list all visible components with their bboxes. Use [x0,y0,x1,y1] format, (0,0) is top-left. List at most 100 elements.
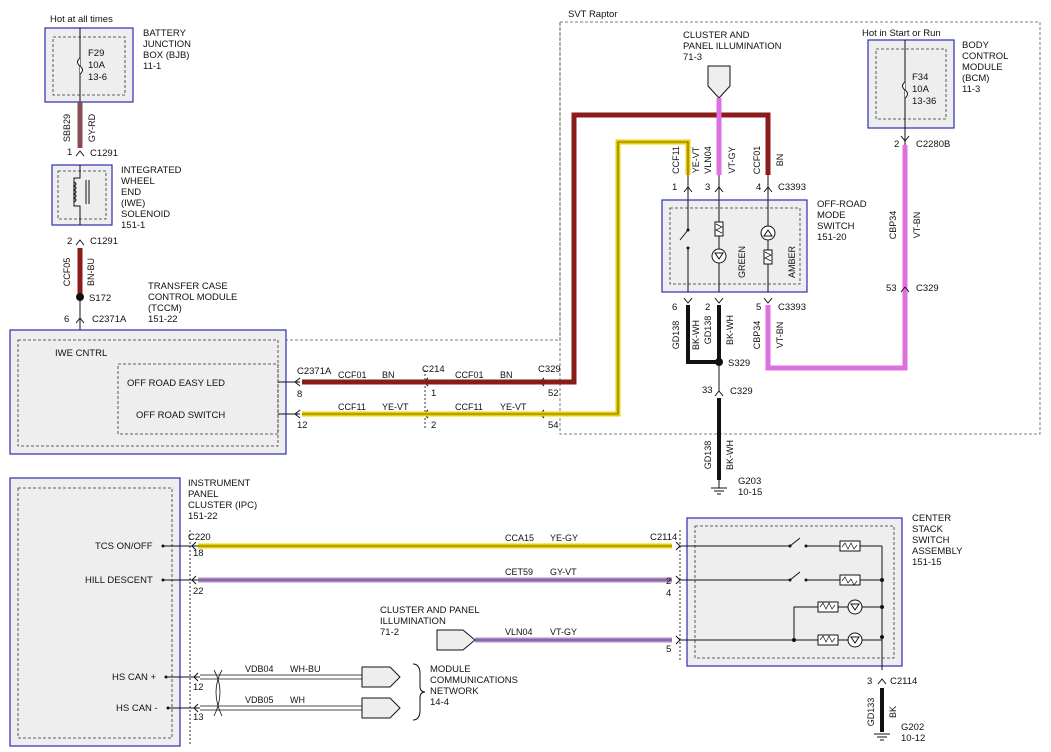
bcm-fuse-icon [902,81,908,99]
c220-label: C220 [188,532,211,543]
wire-gd138-a [686,305,716,364]
bjb-title-1: BATTERY [143,28,187,39]
c3393-bottom-pin-3: 5 [756,302,761,313]
can-connector-icon-2 [361,697,401,719]
c220-pin-1: 18 [193,548,204,559]
twisted-pair-icon [213,669,223,717]
wire-gd138-b-color: BK-WH [725,315,735,345]
illum-top-connector-icon [707,65,731,99]
c2114-pin-2: 4 [666,588,671,599]
g203-ref: 10-15 [738,487,762,498]
fuse-icon [77,57,83,75]
wire-cbp34-run [765,145,908,371]
c329-pin-led: 52 [548,388,559,399]
wire-vln04-v-color: VT-GY [727,146,737,173]
wire-gd138-a-circuit: GD138 [671,321,681,350]
bcm-module [867,39,955,129]
wire-ccf01-v-circuit: CCF01 [752,146,762,175]
wire-vdb05 [200,705,362,711]
c2371a-pin-led: 8 [297,389,302,400]
c2280b-label: C2280B [916,139,950,150]
tcs-switch-icon [680,537,882,552]
ipc-in3-label: HS CAN + [112,672,157,683]
iwe-pin-bottom: 2 [67,236,72,247]
c214-pin-led: 1 [431,388,436,399]
wire-ccf05-circuit: CCF05 [62,258,72,287]
module-comm-title-4: 14-4 [430,697,449,708]
wire-vdb04-color: WH-BU [290,664,321,674]
tccm-out1-label: OFF ROAD EASY LED [127,378,225,389]
ipc-title-2: PANEL [188,489,218,500]
iwe-conn-bottom: C1291 [90,236,118,247]
c2114-label: C2114 [650,532,677,543]
illum-top-title-3: 71-3 [683,52,702,63]
wire-ccf01-a-circuit: CCF01 [338,370,367,380]
ground-icon-g202 [874,733,890,741]
offroad-title-4: 151-20 [817,232,847,243]
bcm-title-1: BODY [962,40,990,51]
wire-gd138-b-circuit: GD138 [703,316,713,345]
wire-ccf01-b-circuit: CCF01 [455,370,484,380]
g202-ref: 10-12 [901,733,925,744]
ipc-module [9,477,181,747]
bcm-title-2: CONTROL [962,51,1008,62]
bcm-title-5: 11-3 [962,84,980,95]
splice-s329-label: S329 [728,358,750,369]
wire-cbp34-s-color: VT-BN [775,322,785,349]
ipc-in2-label: HILL DESCENT [85,575,153,586]
bjb-fuse-id: F29 [88,48,104,59]
wire-ccf11-a-circuit: CCF11 [338,402,366,412]
tccm-title-2: CONTROL MODULE [148,292,237,303]
wire-cbp34-r-circuit: CBP34 [888,211,898,240]
iwe-title-5: SOLENOID [121,209,170,220]
bjb-fuse-ref: 13-6 [88,72,107,83]
wire-vln04-h-color: VT-GY [550,627,577,637]
c3393-bottom-pin-1: 6 [672,302,677,313]
c329-pin-sw: 54 [548,420,559,431]
illum-top-title-2: PANEL ILLUMINATION [683,41,782,52]
green-led-icon [711,200,727,292]
c2371a-pin-sw: 12 [297,420,308,431]
tccm-out2-label: OFF ROAD SWITCH [136,410,225,421]
c214-pin-sw: 2 [431,420,436,431]
bcm-title-4: (BCM) [962,73,989,84]
green-label: GREEN [737,246,747,278]
hot-in-start-label: Hot in Start or Run [862,28,941,39]
center-stack-title-1: CENTER [912,513,951,524]
bcm-fuse-ref: 13-36 [912,96,936,107]
amber-led-icon [760,200,776,292]
bjb-fuse-rating: 10A [88,60,106,71]
wire-gd138-c-circuit: GD138 [703,441,713,470]
wire-gd138-a-color: BK-WH [691,320,701,350]
bcm-fuse-rating: 10A [912,84,930,95]
iwe-title-6: 151-1 [121,220,145,231]
center-stack-title-5: 151-15 [912,557,942,568]
wire-ccf01-a-color: BN [382,370,395,380]
iwe-title-2: WHEEL [121,176,155,187]
bjb-title-2: JUNCTION [143,39,191,50]
c2114-bottom-label: C2114 [890,676,917,687]
c214-label: C214 [422,364,445,375]
c3393-top-pin-1: 1 [672,182,677,193]
wire-ccf11-a-color: YE-VT [382,402,409,412]
bjb-title-3: BOX (BJB) [143,50,189,61]
solenoid-icon [72,165,90,225]
g203-label: G203 [738,476,761,487]
iwe-title-4: (IWE) [121,198,145,209]
c3393-top-label: C3393 [778,182,806,193]
splice-s329 [715,358,723,366]
splice-s172-label: S172 [89,293,111,304]
wire-cet59-color: GY-VT [550,567,577,577]
wire-vdb04 [200,674,362,680]
wire-ccf01-run [302,112,771,385]
center-stack-title-4: ASSEMBLY [912,546,963,557]
tccm-module [9,329,287,455]
illum-bottom-title-3: 71-2 [380,627,399,638]
offroad-switch-module [661,199,808,293]
ipc-in4-label: HS CAN - [116,703,158,714]
offroad-title-1: OFF-ROAD [817,199,867,210]
hill-descent-switch-icon [680,571,882,586]
ipc-title-3: CLUSTER (IPC) [188,500,257,511]
wire-vln04-v-circuit: VLN04 [703,146,713,174]
tccm-pin: 6 [64,314,69,325]
